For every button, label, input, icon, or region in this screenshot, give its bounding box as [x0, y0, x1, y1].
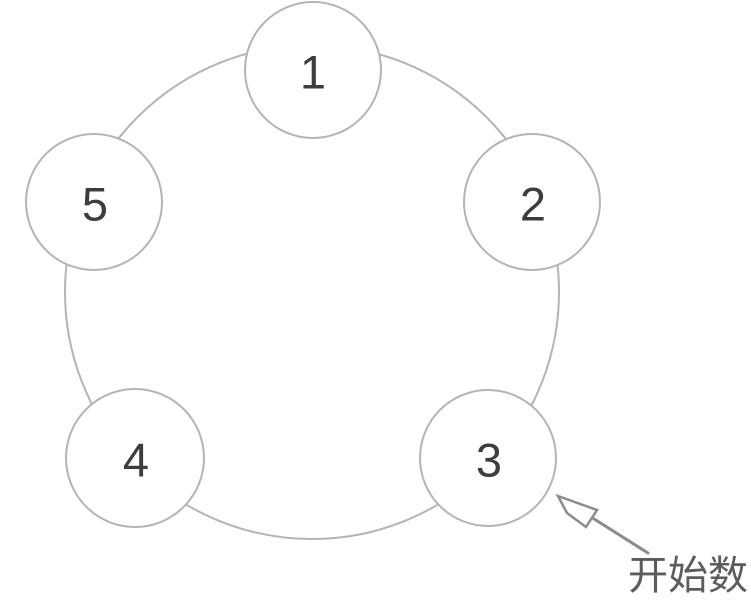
node-2[interactable]: 2 — [463, 133, 601, 271]
start-annotation-label: 开始数 — [628, 553, 748, 599]
node-3[interactable]: 3 — [419, 389, 557, 527]
node-5-label: 5 — [82, 178, 108, 231]
node-4-circle[interactable] — [65, 388, 205, 528]
node-1-label: 1 — [300, 46, 326, 99]
node-4[interactable]: 4 — [65, 388, 205, 528]
node-5[interactable]: 5 — [25, 133, 163, 271]
node-4-label: 4 — [123, 434, 149, 487]
node-1-circle[interactable] — [244, 1, 382, 139]
node-1[interactable]: 1 — [244, 1, 382, 139]
node-3-label: 3 — [476, 434, 502, 487]
node-3-circle[interactable] — [419, 389, 557, 527]
arrow-head-icon — [555, 493, 599, 529]
node-5-circle[interactable] — [25, 133, 163, 271]
start-annotation-arrow — [555, 493, 650, 555]
node-2-label: 2 — [520, 178, 546, 231]
node-2-circle[interactable] — [463, 133, 601, 271]
